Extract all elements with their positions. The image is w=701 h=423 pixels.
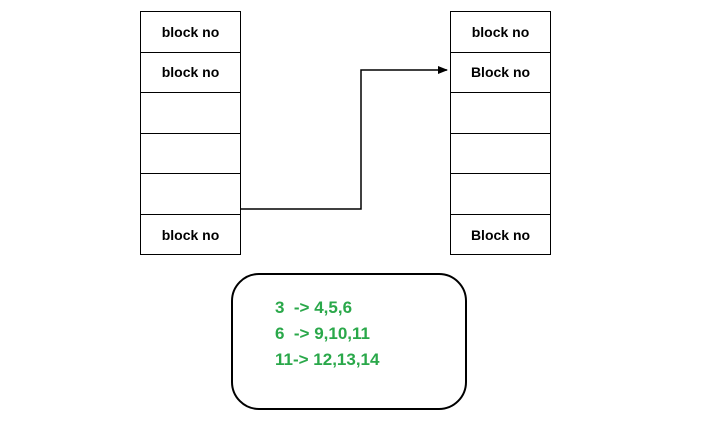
left-cell-2: block no <box>141 53 240 93</box>
right-cell-6: Block no <box>470 226 531 243</box>
mapping-list: 3 -> 4,5,6 6 -> 9,10,11 11-> 12,13,14 <box>275 295 379 373</box>
right-block-table: block no Block no Block no <box>450 11 551 255</box>
right-cell-4 <box>451 134 550 174</box>
right-cell-5 <box>451 174 550 215</box>
right-cell-2: Block no <box>451 53 550 93</box>
mapping-line-3: 11-> 12,13,14 <box>275 350 380 369</box>
mapping-box: 3 -> 4,5,6 6 -> 9,10,11 11-> 12,13,14 <box>231 273 467 410</box>
mapping-line-2: 6 -> 9,10,11 <box>275 324 370 343</box>
left-cell-3 <box>141 93 240 134</box>
connector-line <box>241 66 448 210</box>
left-cell-4 <box>141 134 240 174</box>
left-cell-5 <box>141 174 240 215</box>
right-cell-3 <box>451 93 550 134</box>
mapping-line-1: 3 -> 4,5,6 <box>275 298 353 317</box>
left-cell-1: block no <box>141 12 240 53</box>
left-cell-6: block no <box>161 226 220 243</box>
left-block-table: block no block no block no <box>140 11 241 255</box>
right-cell-1: block no <box>451 12 550 53</box>
